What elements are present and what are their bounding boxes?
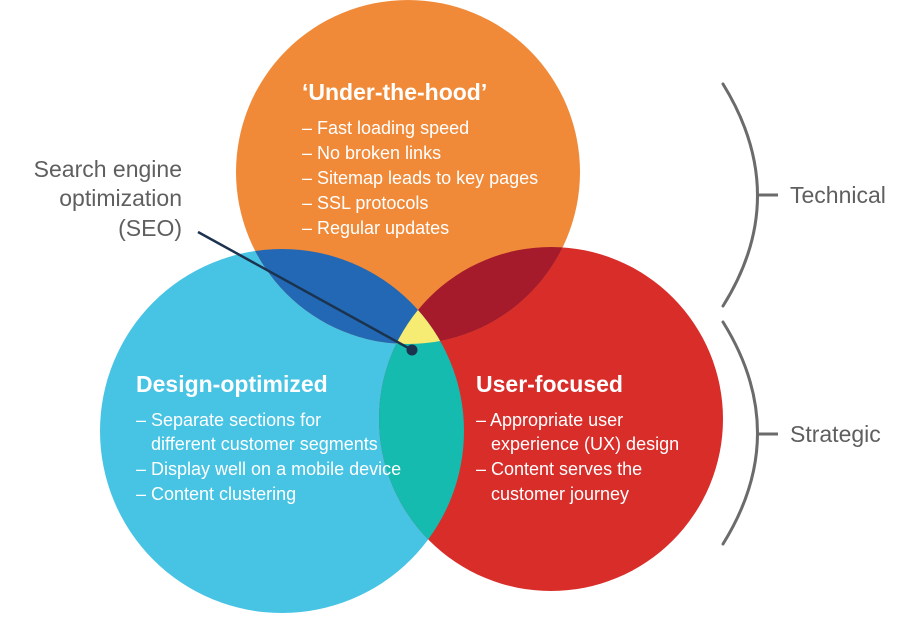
- technical-label: Technical: [790, 182, 886, 208]
- technical-bracket: [721, 82, 759, 308]
- top-item-4: – SSL protocols: [302, 193, 428, 213]
- top-item-2: – No broken links: [302, 143, 441, 163]
- right-item-2: experience (UX) design: [476, 434, 679, 454]
- right-circle-title: User-focused: [476, 371, 623, 397]
- left-item-3: – Display well on a mobile device: [136, 459, 401, 479]
- seo-label-line-2: optimization: [59, 185, 182, 211]
- top-item-5: – Regular updates: [302, 218, 449, 238]
- right-item-3: – Content serves the: [476, 459, 642, 479]
- left-circle-title: Design-optimized: [136, 371, 328, 397]
- right-item-4: customer journey: [476, 484, 629, 504]
- strategic-bracket: [721, 320, 759, 546]
- top-circle-title: ‘Under-the-hood’: [302, 79, 487, 105]
- top-item-3: – Sitemap leads to key pages: [302, 168, 538, 188]
- seo-label-line-1: Search engine: [34, 156, 182, 182]
- left-item-1: – Separate sections for: [136, 410, 321, 430]
- overlap-top-right: [379, 247, 580, 344]
- strategic-label: Strategic: [790, 421, 881, 447]
- right-item-1: – Appropriate user: [476, 410, 623, 430]
- overlap-top-left: [236, 249, 464, 344]
- left-item-4: – Content clustering: [136, 484, 296, 504]
- left-item-2: different customer segments: [136, 434, 378, 454]
- seo-pointer-line: [197, 230, 413, 352]
- top-item-1: – Fast loading speed: [302, 118, 469, 138]
- seo-label-line-3: (SEO): [118, 215, 182, 241]
- seo-pointer-dot: [406, 344, 418, 356]
